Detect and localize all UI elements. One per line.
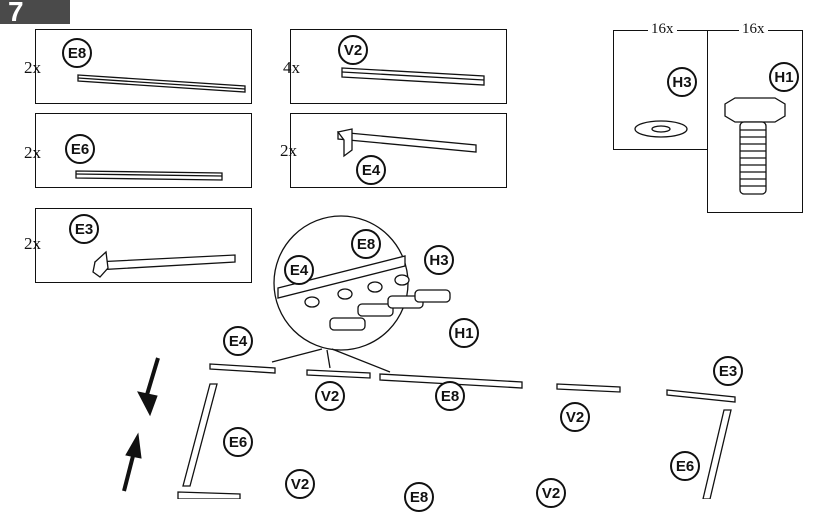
part-label-e6: E6 [65, 134, 95, 164]
assembly-label-e6-right: E6 [670, 451, 700, 481]
bolt-h1-drawing [724, 97, 786, 123]
bar-e4-drawing [337, 131, 477, 153]
part-qty-e8: 2x [24, 58, 41, 77]
part-qty-e6: 2x [24, 143, 41, 162]
hardware-qty-h3: 16x [648, 21, 677, 38]
part-label-v2: V2 [338, 35, 368, 65]
part-box-v2 [290, 29, 507, 104]
part-qty-e4: 2x [280, 141, 297, 160]
assembly-label-v2-4: V2 [536, 478, 566, 508]
assembly-label-e3: E3 [713, 356, 743, 386]
hardware-qty-h1: 16x [739, 21, 768, 38]
part-label-e8: E8 [62, 38, 92, 68]
step-number-badge: 7 [0, 0, 70, 27]
assembly-label-e4: E4 [223, 326, 253, 356]
part-label-e4: E4 [356, 155, 386, 185]
bar-e3-drawing [94, 254, 236, 271]
detail-label-h1: H1 [449, 318, 479, 348]
part-qty-v2: 4x [283, 58, 300, 77]
hardware-label-h3: H3 [667, 67, 697, 97]
assembly-label-e6-left: E6 [223, 427, 253, 457]
assembly-label-e8: E8 [435, 381, 465, 411]
assembly-drawing [75, 67, 786, 499]
hardware-label-h1: H1 [769, 62, 799, 92]
assembly-label-v2-3: V2 [285, 469, 315, 499]
assembly-label-v2-2: V2 [560, 402, 590, 432]
detail-label-e4: E4 [284, 255, 314, 285]
part-label-e3: E3 [69, 214, 99, 244]
step-number: 7 [8, 0, 24, 27]
assembly-label-v2-1: V2 [315, 381, 345, 411]
detail-label-h3: H3 [424, 245, 454, 275]
assembly-label-e8-bottom: E8 [404, 482, 434, 512]
part-qty-e3: 2x [24, 234, 41, 253]
detail-label-e8: E8 [351, 229, 381, 259]
